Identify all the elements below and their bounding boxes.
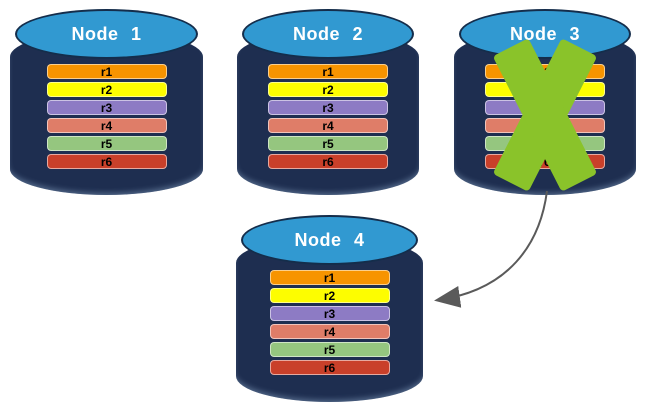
replica-bar-r2: r2: [485, 82, 605, 97]
replica-bar-r3: r3: [485, 100, 605, 115]
node-4-cylinder: Node 4 r1 r2 r3 r4 r5 r6: [236, 215, 423, 402]
node-title: Node 2: [292, 23, 363, 44]
cylinder-top: Node 3: [459, 9, 631, 59]
replica-stack: r1 r2 r3 r4 r5 r6: [46, 64, 167, 172]
replica-bar-r1: r1: [268, 64, 388, 79]
replica-bar-r1: r1: [269, 270, 390, 285]
replica-bar-r3: r3: [46, 100, 167, 115]
node-title: Node 4: [294, 229, 365, 250]
replica-stack: r1 r2 r3 r4 r5 r6: [268, 64, 388, 172]
replica-bar-r5: r5: [46, 136, 167, 151]
replica-bar-r5: r5: [269, 342, 390, 357]
replica-bar-r3: r3: [269, 306, 390, 321]
replica-bar-r6: r6: [485, 154, 605, 169]
replica-bar-r4: r4: [269, 324, 390, 339]
replica-bar-r2: r2: [268, 82, 388, 97]
replica-stack: r1 r2 r3 r4 r5 r6: [269, 270, 390, 378]
replica-bar-r1: r1: [485, 64, 605, 79]
node-3-cylinder: Node 3 r1 r2 r3 r4 r5 r6: [454, 9, 636, 195]
cylinder-top: Node 2: [242, 9, 414, 59]
node-2-cylinder: Node 2 r1 r2 r3 r4 r5 r6: [237, 9, 419, 195]
replica-bar-r6: r6: [269, 360, 390, 375]
replica-bar-r5: r5: [268, 136, 388, 151]
replica-bar-r2: r2: [269, 288, 390, 303]
replica-bar-r1: r1: [46, 64, 167, 79]
replica-stack: r1 r2 r3 r4 r5 r6: [485, 64, 605, 172]
replica-bar-r3: r3: [268, 100, 388, 115]
cylinder-top: Node 1: [15, 9, 198, 59]
replica-bar-r5: r5: [485, 136, 605, 151]
replica-bar-r4: r4: [46, 118, 167, 133]
node-title: Node 3: [509, 23, 580, 44]
node-1-cylinder: Node 1 r1 r2 r3 r4 r5 r6: [10, 9, 203, 195]
node-title: Node 1: [71, 23, 142, 44]
replica-bar-r6: r6: [46, 154, 167, 169]
replica-bar-r2: r2: [46, 82, 167, 97]
replica-bar-r6: r6: [268, 154, 388, 169]
cylinder-top: Node 4: [241, 215, 418, 265]
replica-bar-r4: r4: [485, 118, 605, 133]
replica-bar-r4: r4: [268, 118, 388, 133]
